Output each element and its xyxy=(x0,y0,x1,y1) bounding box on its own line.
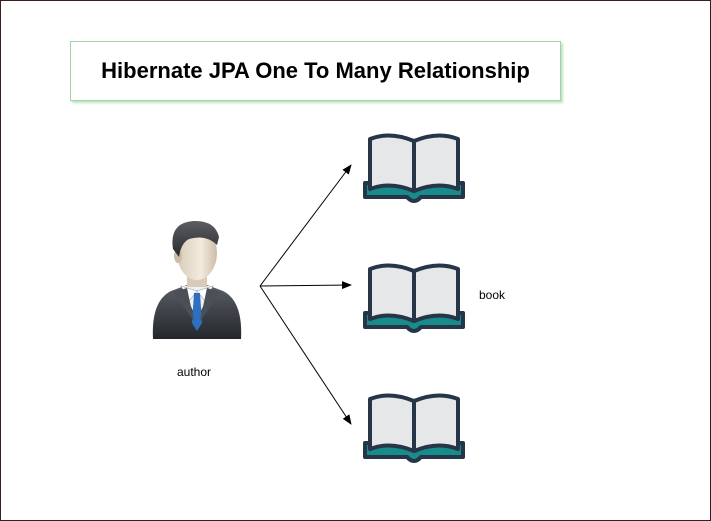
book-icon-bottom xyxy=(363,393,465,463)
book-icon-middle xyxy=(363,263,465,333)
arrow-to-book-bottom xyxy=(259,285,352,425)
diagram-title: Hibernate JPA One To Many Relationship xyxy=(101,58,530,83)
author-label: author xyxy=(177,365,212,379)
arrow-to-book-middle xyxy=(259,281,352,290)
title-box: Hibernate JPA One To Many Relationship xyxy=(70,41,561,101)
businessman-icon xyxy=(152,220,242,339)
book-label: book xyxy=(479,288,506,302)
book-icon-top xyxy=(363,133,465,203)
arrow-to-book-top xyxy=(259,164,352,287)
